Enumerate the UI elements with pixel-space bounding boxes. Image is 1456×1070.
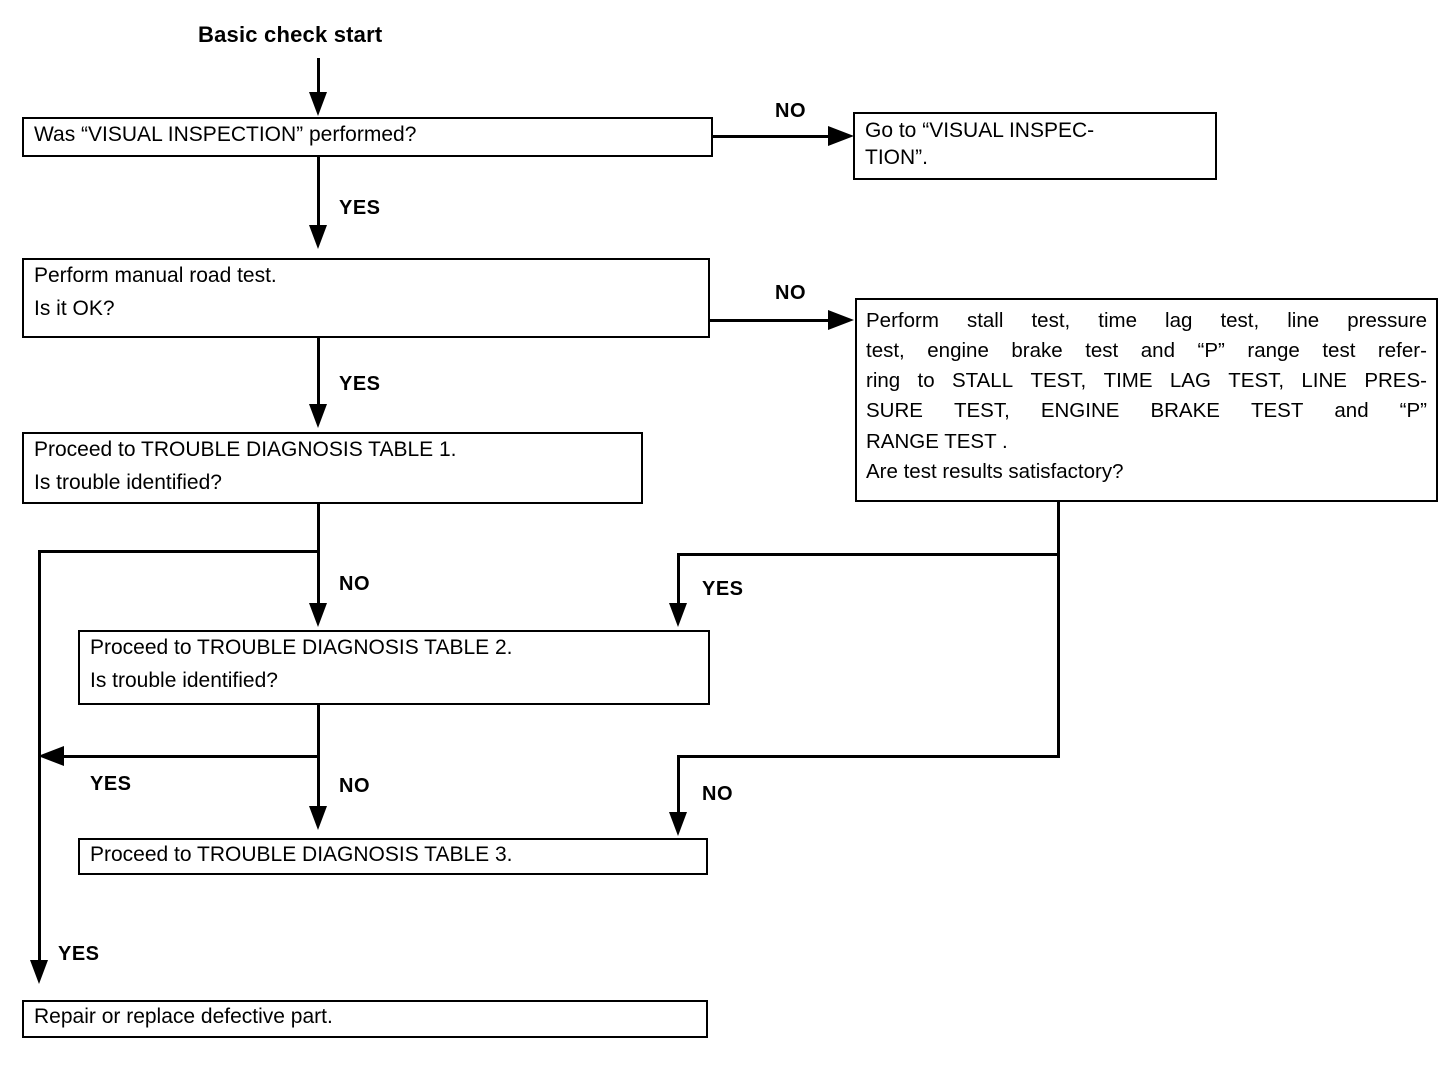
node-line: Was “VISUAL INSPECTION” performed? [34,123,417,146]
node-line: Is trouble identified? [90,669,278,692]
node-line: TION”. [865,146,928,169]
connector-visual-yes [317,157,320,229]
branch-label-no-roadtest: NO [775,282,806,304]
connector-stall-no [677,755,1060,758]
arrowhead-start-to-visual [309,92,327,116]
arrowhead-stall-yes [669,603,687,627]
node-trouble-diagnosis-table-1[interactable]: Proceed to TROUBLE DIAGNOSIS TABLE 1. Is… [22,432,643,504]
node-line: Proceed to TROUBLE DIAGNOSIS TABLE 2. [90,636,513,659]
branch-label-yes-visual: YES [339,197,381,219]
connector-roadtest-no [710,319,830,322]
branch-label-yes-final: YES [58,943,100,965]
connector-table1-yes-to-rail [38,550,320,553]
connector-table1-stem [317,504,320,608]
connector-start-to-visual [317,58,320,98]
node-repair-or-replace[interactable]: Repair or replace defective part. [22,1000,708,1038]
branch-label-yes-roadtest: YES [339,373,381,395]
branch-label-no-table2: NO [339,775,370,797]
arrowhead-table2-no [309,806,327,830]
arrowhead-stall-no [669,812,687,836]
connector-table2-yes [64,755,320,758]
connector-roadtest-yes [317,338,320,408]
branch-label-no-stall: NO [702,783,733,805]
node-line: Are test results satisfactory? [866,459,1124,483]
connector-stall-yes-down [677,553,680,609]
connector-stall-no-down [677,755,680,815]
connector-visual-no [713,135,830,138]
arrowhead-visual-yes [309,225,327,249]
node-visual-inspection-question[interactable]: Was “VISUAL INSPECTION” performed? [22,117,713,157]
node-line: Proceed to TROUBLE DIAGNOSIS TABLE 3. [90,843,513,866]
branch-label-yes-stall: YES [702,578,744,600]
node-line: Go to “VISUAL INSPEC- [865,119,1095,142]
arrowhead-table2-yes [38,746,64,766]
arrowhead-visual-no [828,126,854,146]
node-line: Perform manual road test. [34,264,277,287]
node-line: Proceed to TROUBLE DIAGNOSIS TABLE 1. [34,438,457,461]
arrowhead-roadtest-no [828,310,854,330]
connector-stall-stem [1057,502,1060,758]
node-line: Is it OK? [34,297,115,320]
node-goto-visual-inspection[interactable]: Go to “VISUAL INSPEC- TION”. [853,112,1217,180]
node-line: Repair or replace defective part. [34,1005,333,1028]
connector-stall-yes [677,553,1060,556]
branch-label-no-visual: NO [775,100,806,122]
node-trouble-diagnosis-table-2[interactable]: Proceed to TROUBLE DIAGNOSIS TABLE 2. Is… [78,630,710,705]
arrowhead-table1-no [309,603,327,627]
branch-label-yes-table2: YES [90,773,132,795]
node-manual-road-test-question[interactable]: Perform manual road test. Is it OK? [22,258,710,338]
arrowhead-left-rail-final [30,960,48,984]
branch-label-no-table1: NO [339,573,370,595]
page-title: Basic check start [198,22,383,47]
node-line: Is trouble identified? [34,471,222,494]
node-trouble-diagnosis-table-3[interactable]: Proceed to TROUBLE DIAGNOSIS TABLE 3. [78,838,708,875]
node-line: RANGE TEST . [866,429,1008,453]
arrowhead-roadtest-yes [309,404,327,428]
